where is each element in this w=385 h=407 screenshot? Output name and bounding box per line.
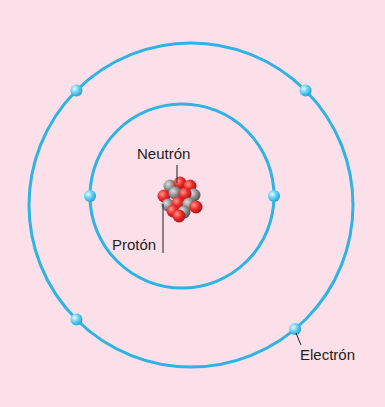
electrons bbox=[70, 84, 311, 335]
electron-sphere bbox=[268, 190, 280, 202]
leader-line bbox=[296, 333, 301, 345]
leader-line bbox=[163, 204, 164, 253]
electron-sphere bbox=[70, 84, 82, 96]
electron-sphere bbox=[84, 190, 96, 202]
nucleon-sphere bbox=[190, 201, 203, 214]
part-label: Electrón bbox=[300, 346, 355, 363]
inner-orbit bbox=[90, 104, 274, 288]
electron-sphere bbox=[289, 323, 301, 335]
nucleon-sphere bbox=[173, 210, 186, 223]
part-label: Protón bbox=[112, 236, 156, 253]
nucleus bbox=[158, 177, 203, 223]
electron-sphere bbox=[70, 314, 82, 326]
part-label: Neutrón bbox=[137, 145, 190, 162]
electron-sphere bbox=[300, 84, 312, 96]
outer-orbit bbox=[29, 43, 353, 367]
leader-line bbox=[177, 165, 178, 183]
